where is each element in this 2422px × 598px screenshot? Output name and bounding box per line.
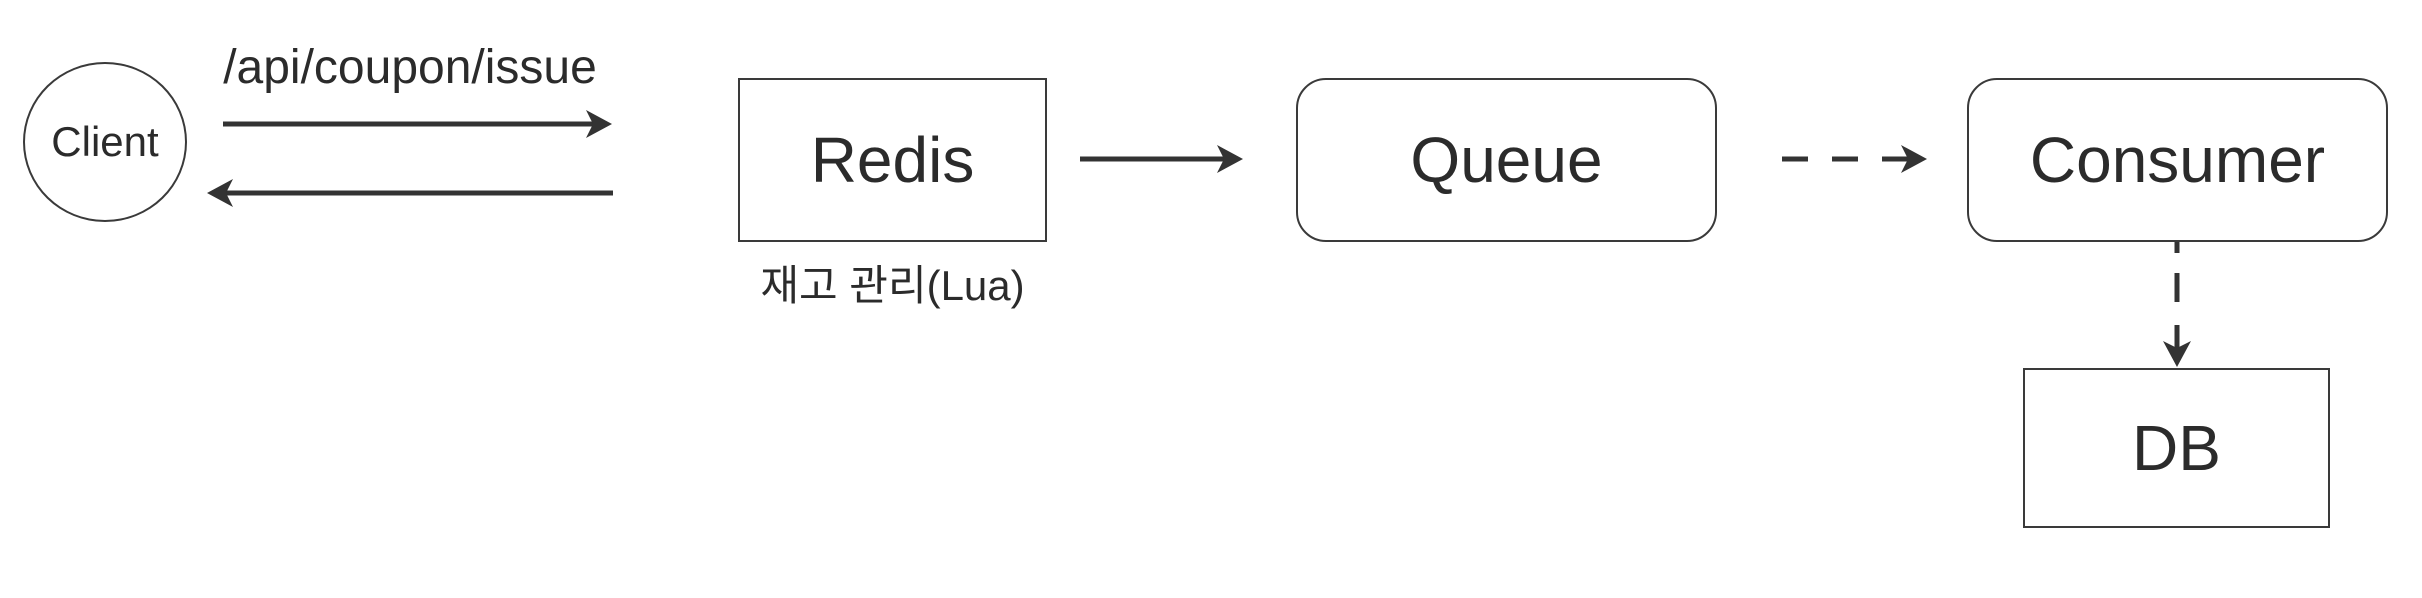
node-redis: Redis [738,78,1047,242]
arrow-redis-to-client [207,179,613,207]
arrow-queue-to-consumer [1782,145,1927,173]
arrow-redis-to-queue [1080,145,1243,173]
node-client: Client [23,62,187,222]
node-db: DB [2023,368,2330,528]
arrow-consumer-to-db [2163,242,2191,367]
node-client-label: Client [51,118,159,165]
node-consumer: Consumer [1967,78,2388,242]
node-queue: Queue [1296,78,1717,242]
node-db-label: DB [2132,412,2221,484]
api-endpoint-label: /api/coupon/issue [223,41,597,94]
node-redis-caption: 재고 관리(Lua) [760,262,1025,309]
node-queue-label: Queue [1410,124,1603,196]
node-consumer-label: Consumer [2029,124,2326,196]
arrow-client-to-redis [223,110,612,138]
node-redis-label: Redis [810,124,975,196]
